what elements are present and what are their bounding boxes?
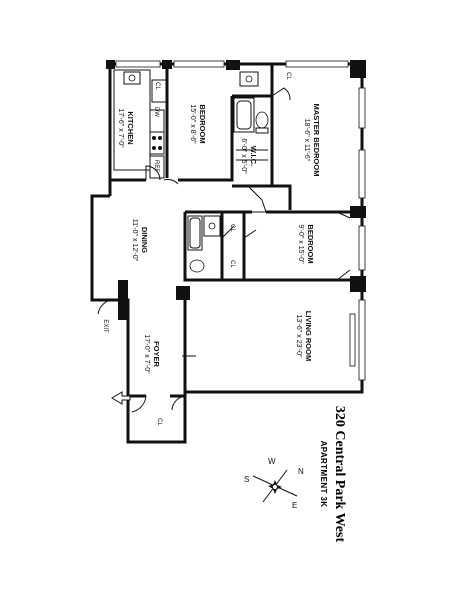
living-room-label: LIVING ROOM [304, 311, 313, 361]
wic-size: 6'-0" x 5'-0" [240, 138, 247, 174]
columns [106, 60, 366, 320]
foyer-label: FOYER [152, 341, 161, 367]
closet-label-master: CL [285, 72, 291, 80]
apartment-label: APARTMENT 3K [319, 441, 328, 508]
dining-label: DINING [140, 227, 149, 253]
wic-label: W.I.C. [249, 146, 258, 166]
bedroom1-size: 15'-0" x 8'-6" [189, 104, 196, 144]
dining-size: 11'-0" x 12'-0" [131, 219, 138, 262]
closet-label-kitchen: CL [154, 82, 160, 90]
windows [115, 60, 366, 381]
bedroom2-label: BEDROOM [306, 224, 315, 263]
bedroom1-label: BEDROOM [198, 104, 207, 143]
master-bedroom-label: MASTER BEDROOM [312, 104, 321, 177]
kitchen-label: KITCHEN [126, 111, 135, 144]
compass-e: E [292, 501, 297, 510]
stove-icon [149, 131, 165, 155]
dishwasher-label: DW [153, 107, 159, 117]
sink-icon-1 [239, 71, 259, 87]
closet-label-foyer: CL [156, 418, 162, 426]
closet-shelves [182, 149, 268, 357]
compass-w: W [268, 457, 276, 466]
master-bedroom-size: 18'-6" x 11'-6" [303, 119, 310, 162]
bathtub-icon-1 [233, 97, 255, 133]
compass-s: S [244, 475, 249, 484]
exit-label: EXIT [102, 319, 108, 333]
refrigerator-label: REF [153, 160, 159, 172]
compass-n: N [298, 467, 304, 476]
interior-walls [110, 64, 362, 398]
bathtub-icon-2 [187, 215, 203, 251]
entry-arrow-icon [111, 391, 131, 405]
living-room-size: 13'-6" x 23'-0" [295, 314, 302, 358]
foyer-size: 17'-0" x 7'-0" [143, 334, 150, 374]
title-block: 320 Central Park West APARTMENT 3K [319, 406, 347, 543]
toilet-icon-1 [255, 111, 269, 134]
toilet-icon-2 [189, 259, 205, 273]
bathroom-fixtures [187, 71, 269, 273]
closet-label-bedroom2: CL [229, 260, 235, 268]
kitchen-fixtures [113, 69, 167, 179]
fixture-labels: CL DW REF CL CL CL CL EXIT [102, 72, 291, 426]
building-title: 320 Central Park West [332, 406, 347, 543]
bedroom2-size: 9'-0" x 15'-0" [297, 224, 304, 264]
kitchen-size: 17'-6" x 7'-0" [117, 108, 124, 148]
room-labels: KITCHEN 17'-6" x 7'-0" BEDROOM 15'-0" x … [117, 104, 321, 375]
compass-icon: N S W E [244, 457, 304, 510]
closet-label-bath: CL [229, 224, 235, 232]
sink-icon-2 [203, 215, 221, 237]
